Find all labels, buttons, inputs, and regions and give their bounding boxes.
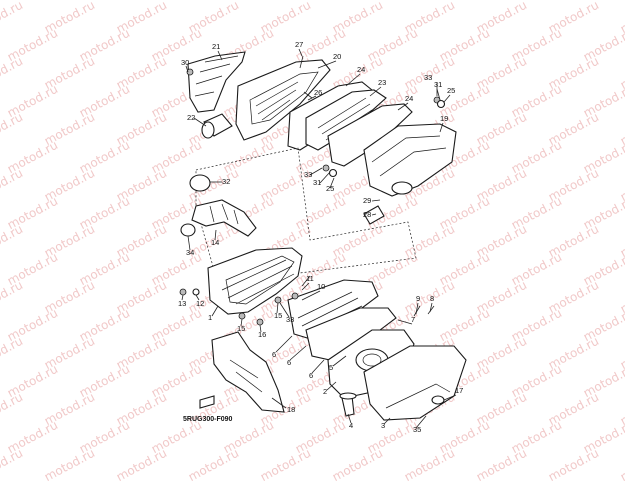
- callout-6c: 6: [309, 371, 313, 380]
- leader-lines: [181, 48, 457, 429]
- part-20-cover: [235, 59, 331, 141]
- callout-33c: 33: [286, 315, 294, 324]
- part-14-joint: [191, 199, 257, 237]
- lower-assembly: [179, 247, 467, 421]
- exploded-parts-diagram: 21 30 22 27 20 26 24 23 24 33 31 25 19 3…: [178, 40, 467, 434]
- callout-29: 29: [363, 196, 371, 205]
- callout-25b: 25: [326, 184, 334, 193]
- callout-31a: 31: [434, 80, 442, 89]
- callout-6a: 6: [272, 350, 276, 359]
- part-28-bracket: [363, 205, 385, 225]
- part-32-clamp: [189, 174, 211, 192]
- callout-15b: 15: [274, 311, 282, 320]
- callout-18: 18: [287, 405, 295, 414]
- callout-19: 19: [440, 114, 448, 123]
- callout-6b: 6: [287, 358, 291, 367]
- callout-25a: 25: [447, 86, 455, 95]
- callout-27: 27: [295, 40, 303, 49]
- callout-14: 14: [211, 238, 219, 247]
- diagram-code: 5RUG300-F090: [183, 416, 233, 423]
- callout-2: 2: [323, 387, 327, 396]
- callout-34: 34: [186, 248, 194, 257]
- callout-33b: 33: [304, 170, 312, 179]
- callout-33a: 33: [424, 73, 432, 82]
- callout-35: 35: [413, 425, 421, 434]
- callout-16: 16: [258, 330, 266, 339]
- callout-4: 4: [349, 421, 353, 430]
- callout-23: 23: [378, 78, 386, 87]
- callout-22: 22: [187, 113, 195, 122]
- callout-31b: 31: [313, 178, 321, 187]
- callout-21: 21: [212, 42, 220, 51]
- callout-30: 30: [181, 58, 189, 67]
- callout-24a: 24: [357, 65, 365, 74]
- callout-1: 1: [208, 313, 212, 322]
- callout-24b: 24: [405, 94, 413, 103]
- callout-26: 26: [314, 88, 322, 97]
- callout-9: 9: [416, 294, 420, 303]
- upper-assembly: [186, 51, 457, 197]
- callout-5: 5: [329, 363, 333, 372]
- callout-32: 32: [222, 177, 230, 186]
- callout-3: 3: [381, 421, 385, 430]
- callout-12: 12: [196, 299, 204, 308]
- callout-28: 28: [363, 210, 371, 219]
- fwd-arrow-icon: [199, 395, 215, 409]
- part-34-clamp: [180, 223, 196, 237]
- part-21-shield: [187, 51, 246, 113]
- callout-8: 8: [430, 294, 434, 303]
- callout-7: 7: [411, 315, 415, 324]
- assembly-outline: [195, 147, 417, 275]
- callout-13: 13: [178, 299, 186, 308]
- part-1-case: [207, 247, 303, 315]
- callout-20: 20: [333, 52, 341, 61]
- callout-labels: 21 30 22 27 20 26 24 23 24 33 31 25 19 3…: [178, 40, 463, 434]
- part-18-guard: [211, 331, 285, 413]
- callout-11: 11: [306, 274, 314, 283]
- callout-17: 17: [455, 386, 463, 395]
- middle-assembly: [180, 174, 385, 237]
- callout-15a: 15: [237, 324, 245, 333]
- part-19-case: [363, 123, 457, 197]
- callout-10: 10: [317, 282, 325, 291]
